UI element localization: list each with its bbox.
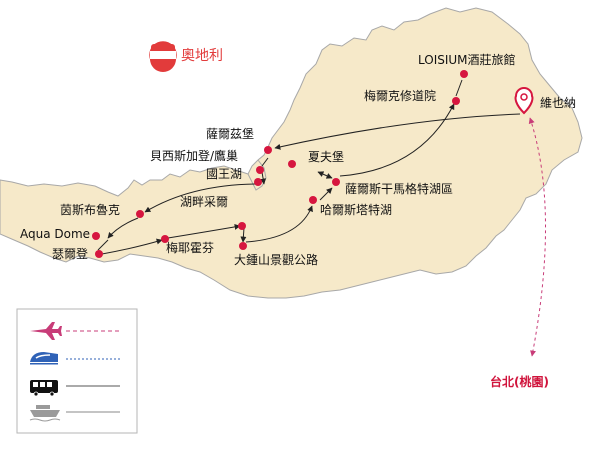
label-taipei: 台北(桃園) [490,374,549,389]
legend [16,308,138,434]
stop-melk [452,97,460,105]
map-title: 奧地利 [181,48,223,64]
stop-zell [238,222,246,230]
stop-loisium [460,70,468,78]
label-grossglockner: 大鍾山景觀公路 [234,252,318,267]
ship-icon [29,405,61,422]
label-salzburg: 薩爾茲堡 [206,126,254,141]
stop-grossglockner [239,242,247,250]
label-salzkammergut: 薩爾斯干馬格特湖區 [345,181,453,196]
route-lines [97,79,521,255]
stop-soelden [95,250,103,258]
austria-land [0,7,583,299]
train-icon [30,352,58,365]
stop-mayrhofen [161,235,169,243]
stop-hallstatt [309,196,317,204]
stop-koenigssee [254,178,262,186]
label-melk: 梅爾克修道院 [364,88,436,103]
label-mayrhofen: 梅耶霍芬 [166,240,214,255]
label-aqua-dome: Aqua Dome [20,227,90,241]
stop-innsbruck [136,210,144,218]
label-schafberg: 夏夫堡 [308,149,344,164]
location-pin-icon [514,87,534,115]
bus-icon [30,380,58,397]
stop-berchtesgaden [256,166,264,174]
austria-flag-icon [149,41,177,72]
label-soelden: 瑟爾登 [52,246,88,261]
stop-aqua-dome [92,232,100,240]
stop-salzkammergut [332,178,340,186]
airplane-icon [30,322,62,340]
label-hallstatt: 哈爾斯塔特湖 [320,202,392,217]
label-berchtesgaden: 貝西斯加登/鷹巢 [150,148,238,163]
label-koenigssee: 國王湖 [206,166,242,181]
flight-route [528,117,546,357]
label-zell: 湖畔采爾 [180,194,228,209]
label-loisium: LOISIUM酒莊旅館 [418,52,516,67]
label-vienna: 維也納 [540,96,576,110]
region-border [247,159,267,191]
label-innsbruck: 茵斯布魯克 [60,203,120,217]
stop-markers [92,70,468,258]
stop-schafberg [288,160,296,168]
stop-salzburg [264,146,272,154]
